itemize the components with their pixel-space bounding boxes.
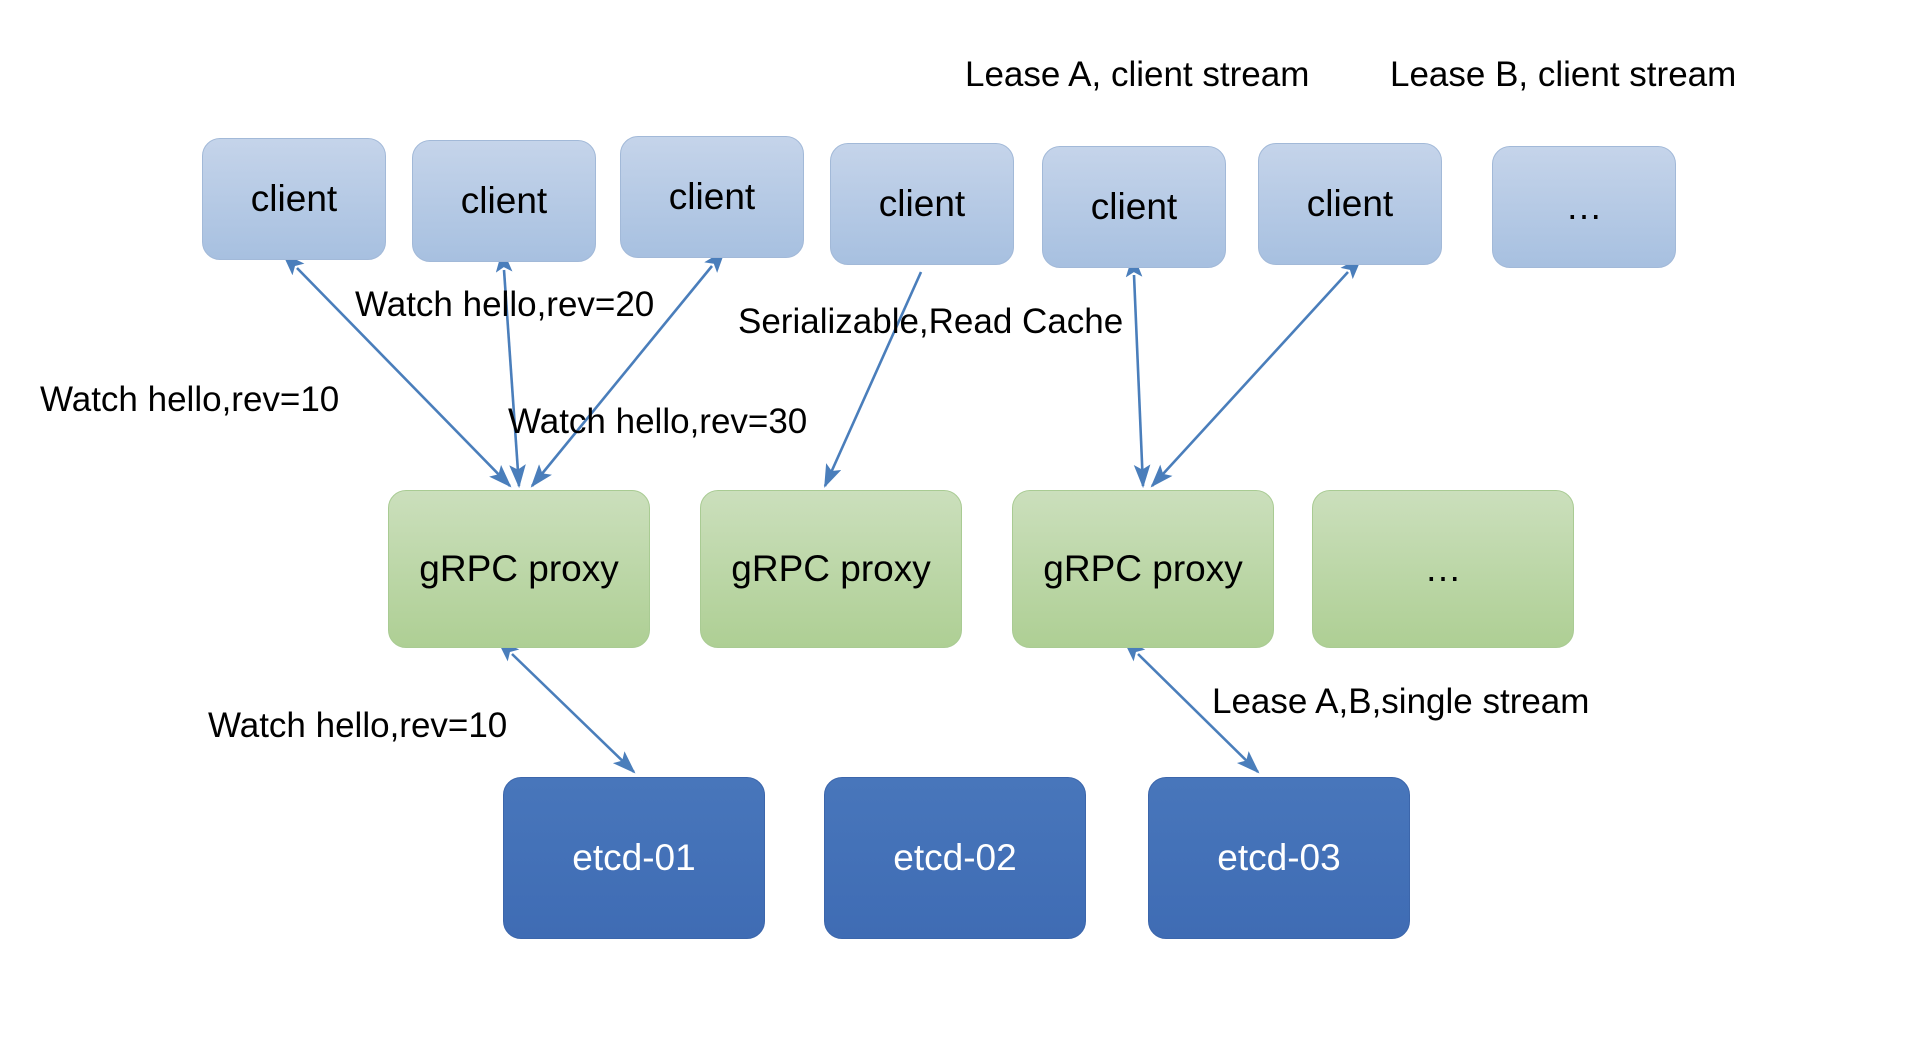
conn-client6-proxy3 xyxy=(1150,256,1363,488)
node-client-4[interactable]: client xyxy=(830,143,1014,265)
node-client-1[interactable]: client xyxy=(202,138,386,260)
label-watch-hello-rev-10-proxy: Watch hello,rev=10 xyxy=(208,706,508,745)
node-grpc-proxy-1[interactable]: gRPC proxy xyxy=(388,490,650,648)
node-etcd-01[interactable]: etcd-01 xyxy=(503,777,765,939)
conn-client5-proxy3 xyxy=(1125,253,1151,489)
node-client-2[interactable]: client xyxy=(412,140,596,262)
label-lease-a-client-stream: Lease A, client stream xyxy=(965,55,1310,94)
conn-proxy1-etcd01 xyxy=(496,639,636,774)
node-client-3[interactable]: client xyxy=(620,136,804,258)
label-serializable-read-cache: Serializable,Read Cache xyxy=(738,302,1124,341)
label-watch-hello-rev-20: Watch hello,rev=20 xyxy=(355,285,655,324)
node-etcd-03[interactable]: etcd-03 xyxy=(1148,777,1410,939)
node-client-more[interactable]: … xyxy=(1492,146,1676,268)
node-grpc-proxy-more[interactable]: … xyxy=(1312,490,1574,648)
label-watch-hello-rev-30: Watch hello,rev=30 xyxy=(508,402,808,441)
node-grpc-proxy-3[interactable]: gRPC proxy xyxy=(1012,490,1274,648)
label-lease-b-client-stream: Lease B, client stream xyxy=(1390,55,1737,94)
node-client-6[interactable]: client xyxy=(1258,143,1442,265)
node-client-5[interactable]: client xyxy=(1042,146,1226,268)
node-grpc-proxy-2[interactable]: gRPC proxy xyxy=(700,490,962,648)
node-etcd-02[interactable]: etcd-02 xyxy=(824,777,1086,939)
label-lease-ab-single-stream: Lease A,B,single stream xyxy=(1212,682,1590,721)
label-watch-hello-rev-10-client: Watch hello,rev=10 xyxy=(40,380,340,419)
